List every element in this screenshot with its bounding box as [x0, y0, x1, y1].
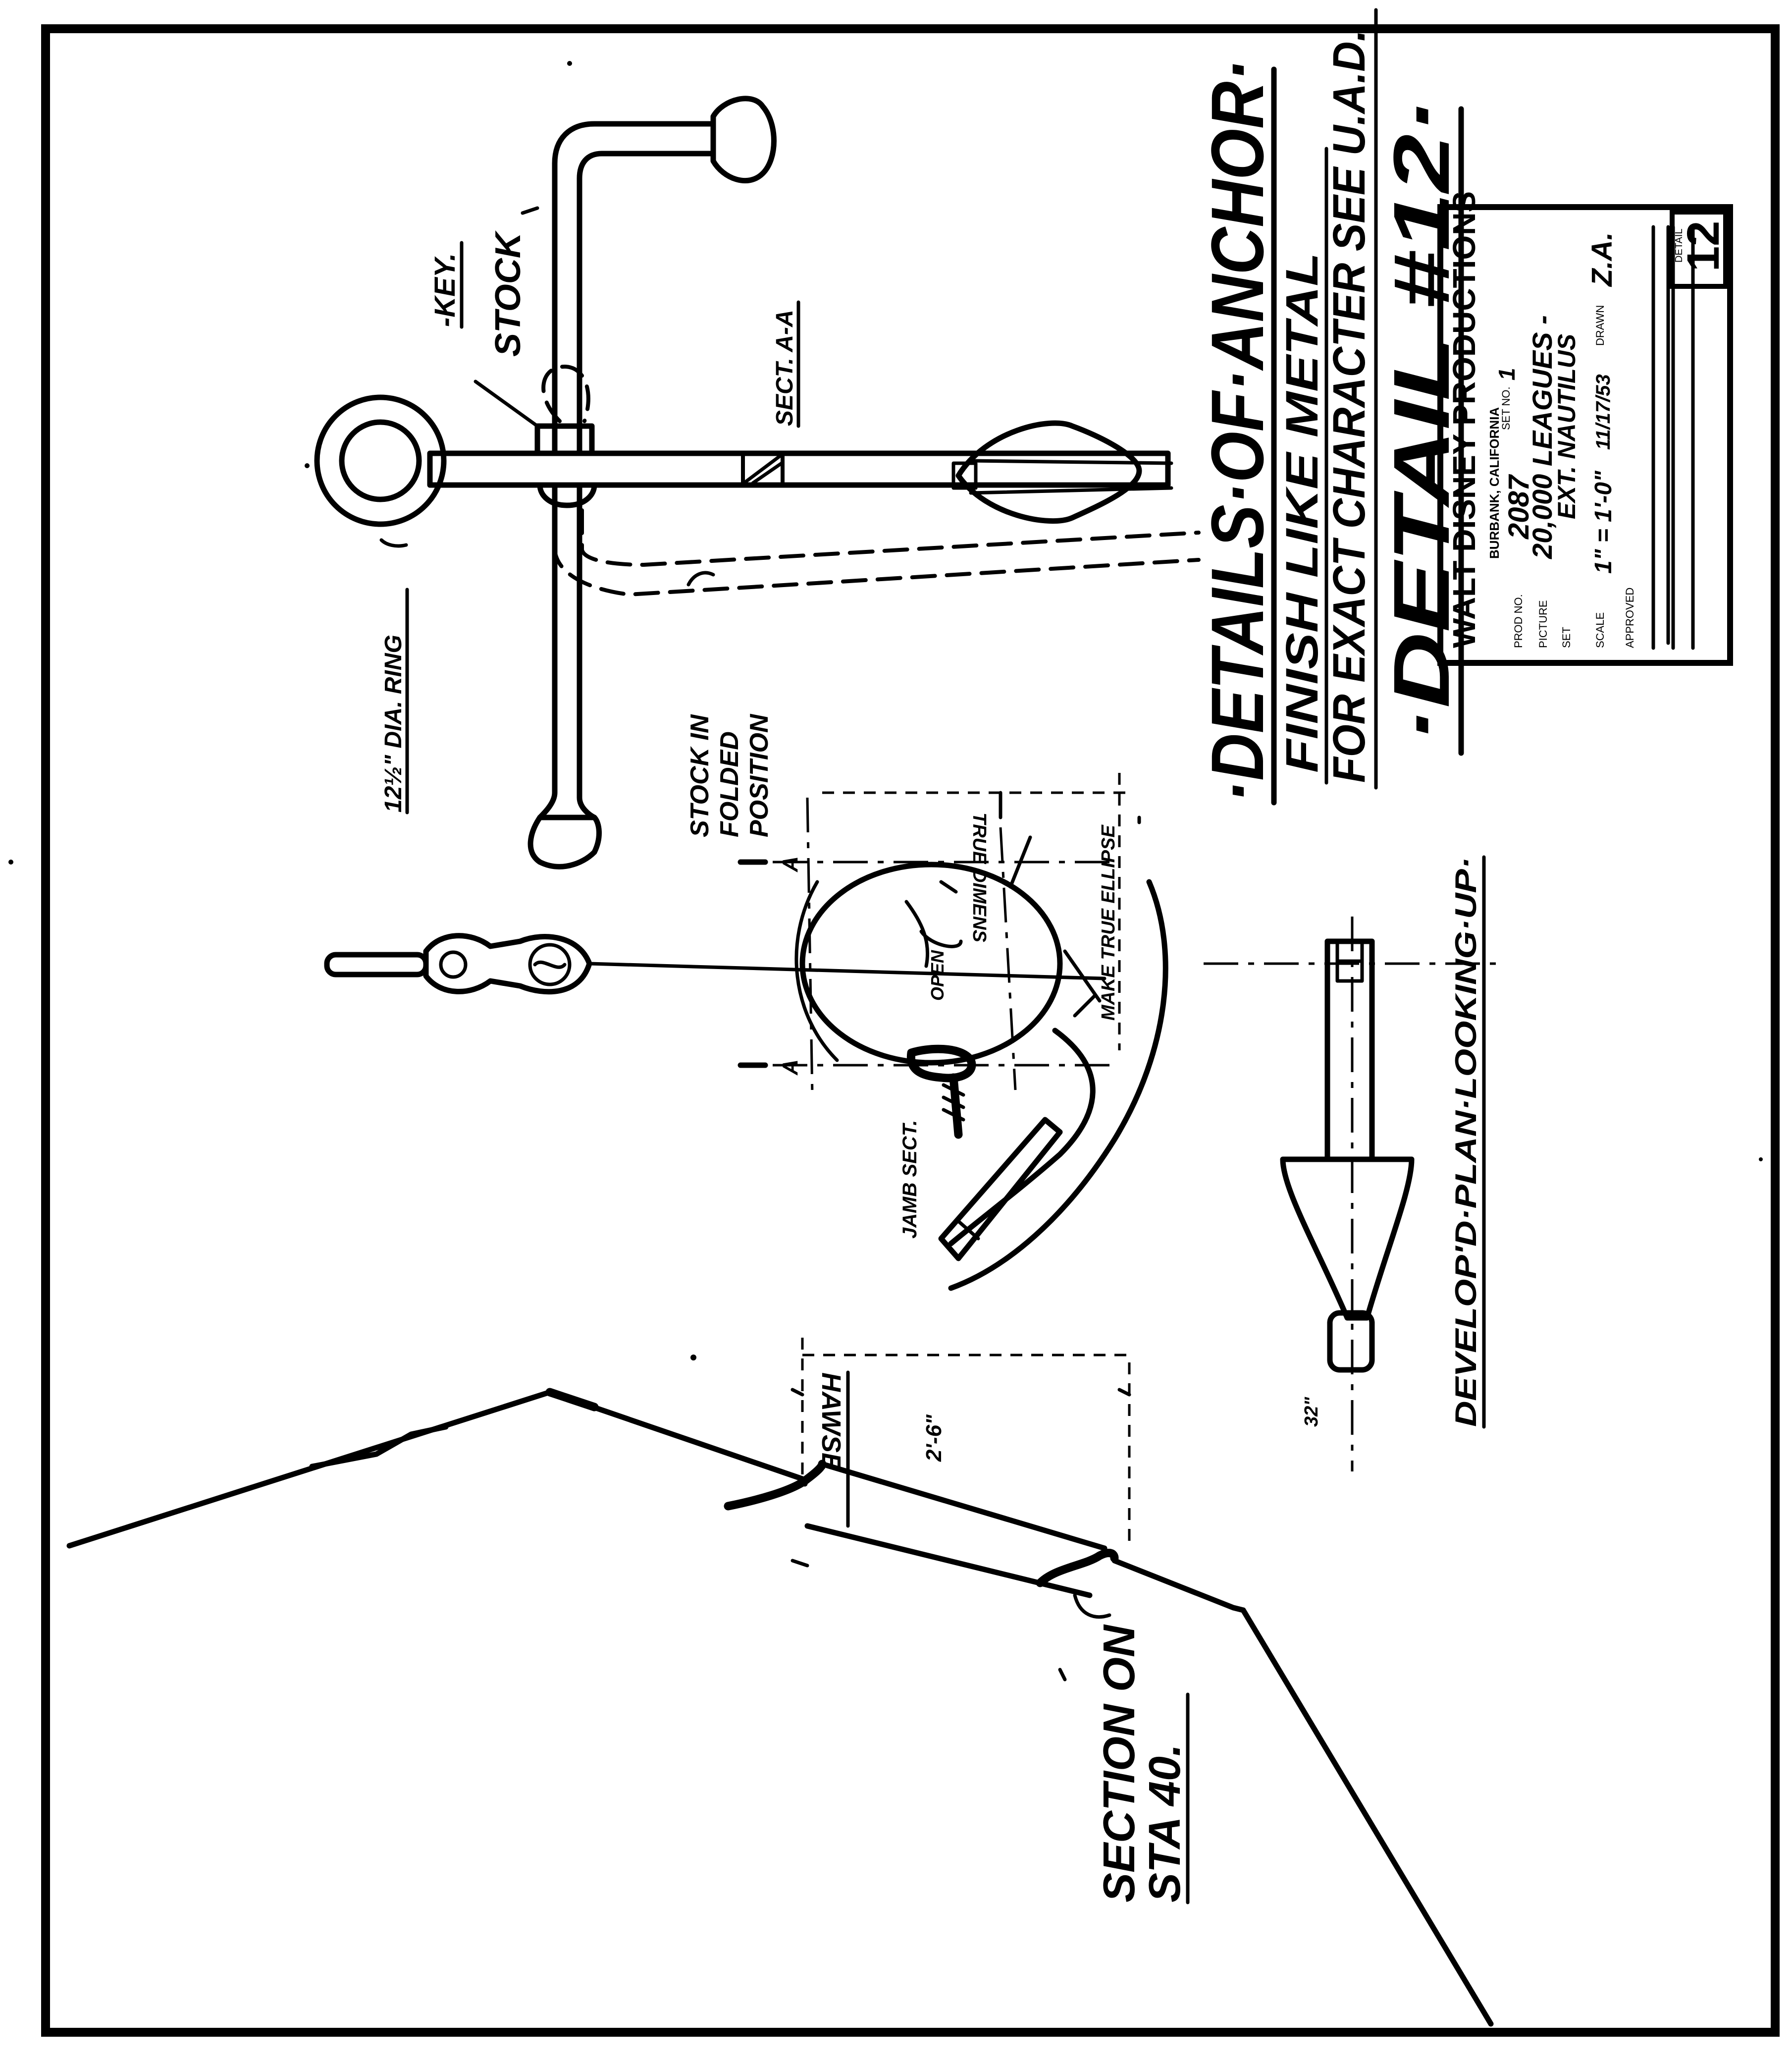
approved-label: APPROVED — [1624, 588, 1636, 648]
prod-no-value: 2087 — [1503, 474, 1535, 540]
hawse-label: HAWSE — [816, 1372, 846, 1471]
anchor-arm — [948, 879, 1168, 1291]
fitting-rod — [324, 952, 429, 977]
hawse-dimension: 2'-6" — [922, 1414, 946, 1462]
true-dimens-label: TRUE DIMENS — [969, 813, 990, 942]
detail-label: DETAIL — [1674, 228, 1685, 263]
scale-value: 1" = 1'-0" — [1590, 470, 1617, 574]
section-a-right: A — [778, 1059, 802, 1076]
headline-title: ·DETAILS·OF·ANCHOR· — [1196, 59, 1279, 803]
title-block: WALT DISNEY PRODUCTIONS BURBANK, CALIFOR… — [1437, 191, 1733, 666]
shank-section-mark — [741, 451, 785, 487]
stock-folded-outline — [580, 508, 1201, 567]
studio-name: WALT DISNEY PRODUCTIONS — [1446, 191, 1482, 648]
stock-knob-lower — [527, 814, 602, 869]
anchor-ring-inner — [339, 419, 422, 502]
stock-label: STOCK — [488, 230, 528, 357]
anchor-crown — [955, 420, 1142, 524]
ring-diameter-label: 12½" DIA. RING — [380, 635, 407, 813]
hawse-pipe-upper — [724, 1460, 827, 1511]
headline-block: ·DETAILS·OF·ANCHOR· FINISH LIKE METAL FO… — [1196, 8, 1466, 806]
anchor-ring-outer — [314, 394, 447, 527]
set-no-value: 1 — [1494, 368, 1520, 380]
scale-label: SCALE — [1594, 612, 1606, 648]
section-a-left: A — [778, 856, 802, 872]
stock-knob-upper — [710, 96, 777, 184]
set-no-label: SET NO. — [1500, 386, 1512, 430]
headline-finish-note: FINISH LIKE METAL — [1277, 253, 1327, 773]
drawn-value: Z.A. — [1586, 232, 1618, 287]
fluke-blade — [938, 1117, 1063, 1261]
key-label: -KEY. — [429, 253, 461, 327]
detail-number: 12 — [1678, 221, 1729, 271]
stock-folded-label-2: FOLDED — [715, 731, 744, 837]
title-block-frame — [1437, 204, 1733, 666]
developed-shank — [1324, 938, 1375, 1162]
headline-character-note: FOR EXACT CHARACTER SEE U.A.D. — [1324, 30, 1374, 783]
sect-aa-label: SECT. A-A — [772, 310, 798, 426]
stock-folded-label-1: STOCK IN — [685, 714, 714, 837]
anchor-side-view — [314, 96, 1201, 869]
crown-shackle — [951, 461, 978, 490]
hawse-pipe-lower — [1036, 1549, 1119, 1587]
section-sta-label: STA 40. — [1140, 1744, 1190, 1902]
anchor-stock-upper — [552, 121, 716, 456]
prod-no-label: PROD NO. — [1512, 594, 1525, 648]
hull-section — [66, 1338, 1494, 2027]
make-true-ellipse-label: MAKE TRUE ELLIPSE — [1098, 824, 1119, 1021]
developed-fluke — [1280, 1156, 1415, 1321]
section-on-label: SECTION ON — [1095, 1624, 1144, 1902]
date-value: 11/17/53 — [1592, 374, 1614, 450]
stock-folded-label-3: POSITION — [745, 713, 774, 837]
drawn-label: DRAWN — [1594, 305, 1606, 346]
open-label: OPEN — [927, 950, 948, 1001]
anchor-shank — [427, 450, 1171, 488]
hull-outline — [66, 1389, 808, 1549]
sheet-border — [41, 24, 1780, 2037]
jamb-sect-label: JAMB SECT. — [899, 1120, 921, 1239]
developed-plan-label: DEVELOP'D·PLAN·LOOKING·UP· — [1449, 857, 1482, 1427]
anchor-stock-lower — [537, 482, 597, 820]
set-label: SET — [1560, 627, 1573, 648]
studio-location: BURBANK, CALIFORNIA — [1487, 407, 1502, 559]
dim-32-label: 32" — [1301, 1397, 1322, 1427]
detail-heading: ·DETAIL #12· — [1377, 99, 1466, 743]
developed-plan-view — [1204, 917, 1496, 1471]
stock-key — [534, 423, 595, 456]
picture-value: 20,000 LEAGUES - — [1527, 315, 1558, 559]
picture-label: PICTURE — [1537, 600, 1549, 648]
set-value: EXT. NAUTILUS — [1553, 334, 1581, 519]
anchor-fluke-view — [324, 773, 1168, 1291]
fluke-ellipse — [799, 862, 1063, 1066]
jamb-section — [906, 1044, 976, 1083]
